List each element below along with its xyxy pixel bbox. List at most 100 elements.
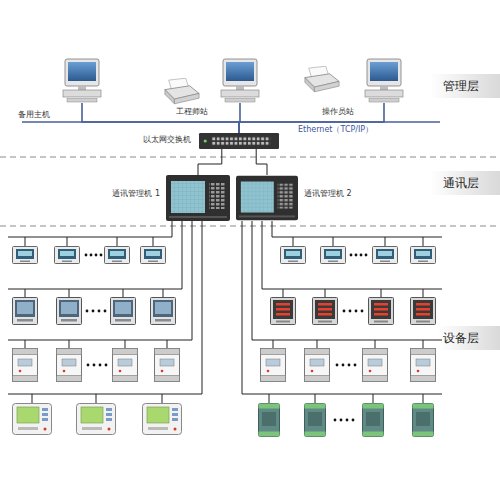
node-label: 工程师站: [176, 107, 208, 117]
dot: [99, 364, 102, 367]
comm-manager-node: 通讯管理机 1: [166, 175, 230, 221]
led-meter-symbol: [369, 298, 394, 325]
bus-wire: [262, 221, 442, 289]
lcd-relay-symbol: [143, 404, 182, 435]
node-picture: [196, 133, 282, 149]
meter-symbol: [373, 247, 398, 264]
switch-symbol: [199, 133, 279, 149]
drop-wire: [273, 340, 423, 348]
node-label: 操作员站: [322, 107, 354, 117]
dot: [361, 310, 364, 313]
connector-line: [198, 149, 222, 175]
meter-symbol: [57, 298, 82, 325]
node-picture: [236, 175, 298, 221]
din-meter-symbol: [13, 349, 38, 382]
layer-label: 设备层: [443, 331, 479, 345]
din-meter-symbol: [305, 349, 330, 382]
device-group: [13, 247, 182, 435]
node-picture: [364, 58, 404, 103]
bus-wire: [8, 221, 182, 289]
bus-label: Ethernet（TCP/IP）: [296, 125, 375, 135]
dot: [349, 310, 352, 313]
printer-symbol: [165, 78, 199, 104]
dot: [360, 254, 363, 257]
pc-symbol: [63, 59, 101, 102]
meter-symbol: [105, 247, 130, 264]
dot: [342, 364, 345, 367]
dot: [340, 419, 343, 422]
node-picture: [220, 58, 260, 103]
layer-divider: [0, 157, 500, 158]
node-picture: [166, 175, 230, 221]
meter-symbol: [111, 298, 136, 325]
dot: [334, 419, 337, 422]
dot: [87, 364, 90, 367]
meter-symbol: [141, 247, 166, 264]
meter-symbol: [151, 298, 176, 325]
drop-wire: [25, 340, 167, 348]
pc-node: 工程师站: [220, 58, 260, 103]
io-module-symbol: [363, 404, 384, 437]
led-meter-symbol: [313, 298, 338, 325]
led-meter-symbol: [271, 298, 296, 325]
drop-wire: [32, 394, 162, 403]
din-meter-symbol: [261, 349, 286, 382]
bus-wire: [252, 221, 442, 340]
connector-line: [82, 103, 239, 133]
dot: [95, 254, 98, 257]
din-meter-symbol: [411, 349, 436, 382]
ellipsis-dots: [85, 254, 368, 422]
lcd-relay-symbol: [77, 404, 116, 435]
dot: [98, 310, 101, 313]
layer-band: [438, 326, 500, 350]
led-meter-symbol: [411, 298, 436, 325]
dot: [346, 419, 349, 422]
layer-label: 通讯层: [443, 176, 479, 190]
bus-wire: [242, 221, 442, 394]
dot: [355, 310, 358, 313]
meter-symbol: [281, 247, 306, 264]
meter-symbol: [13, 298, 38, 325]
dot: [355, 254, 358, 257]
field-bus: [8, 221, 442, 403]
dot: [343, 310, 346, 313]
meter-symbol: [55, 247, 80, 264]
bus-wire: [8, 221, 172, 237]
printer-symbol: [305, 66, 339, 92]
comm-manager-symbol: [166, 175, 230, 221]
din-meter-symbol: [155, 349, 180, 382]
lcd-relay-symbol: [13, 404, 52, 435]
connector-line: [256, 149, 267, 175]
switch-node: 以太网交换机: [196, 133, 282, 149]
dot: [93, 364, 96, 367]
dot: [104, 310, 107, 313]
dot: [100, 254, 103, 257]
device-group: [259, 247, 436, 437]
dot: [85, 254, 88, 257]
node-label: 通讯管理机 2: [304, 189, 352, 199]
dot: [354, 364, 357, 367]
din-meter-symbol: [57, 349, 82, 382]
io-module-symbol: [413, 404, 434, 437]
io-module-symbol: [305, 404, 326, 437]
meter-symbol: [13, 247, 38, 264]
bus-wire: [272, 221, 442, 237]
dot: [352, 419, 355, 422]
io-module-symbol: [259, 404, 280, 437]
dot: [365, 254, 368, 257]
layer-label: 管理层: [443, 79, 479, 93]
drop-wire: [293, 237, 423, 246]
din-meter-symbol: [363, 349, 388, 382]
bus-wire: [8, 221, 192, 340]
bus-wire: [8, 221, 202, 394]
dot: [348, 364, 351, 367]
din-meter-symbol: [113, 349, 138, 382]
comm-manager-symbol: [236, 176, 298, 221]
meter-symbol: [321, 247, 346, 264]
node-label: 备用主机: [18, 110, 50, 120]
dot: [86, 310, 89, 313]
pc-node: 备用主机: [62, 58, 102, 103]
drop-wire: [269, 394, 423, 403]
dot: [105, 364, 108, 367]
drop-wire: [25, 237, 153, 246]
